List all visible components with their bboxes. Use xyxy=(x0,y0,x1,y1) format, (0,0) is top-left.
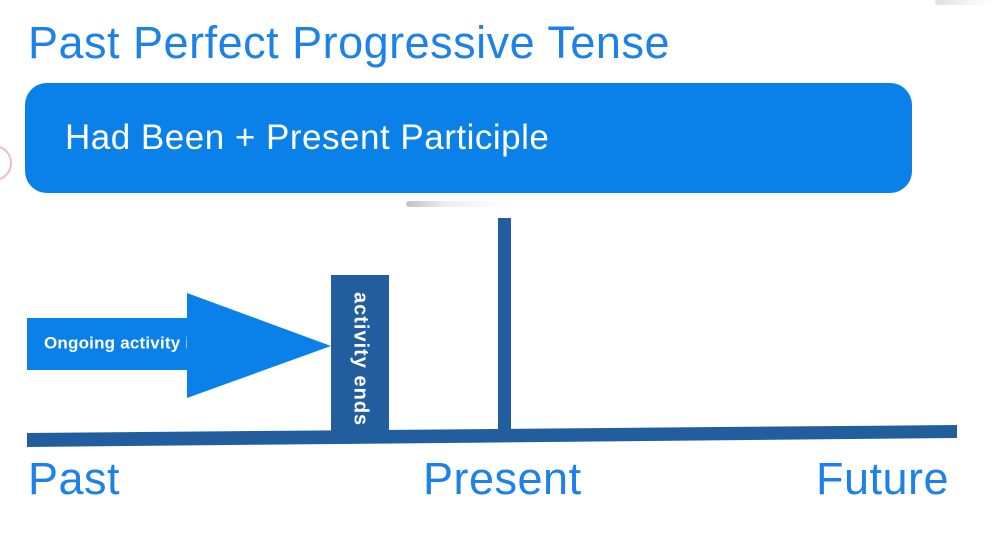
arrow-head-icon xyxy=(187,293,331,398)
stray-pink-mark xyxy=(0,145,12,181)
timeline-label-past: Past xyxy=(28,453,121,504)
timeline-bar xyxy=(27,425,957,447)
present-marker-line xyxy=(498,218,511,440)
ongoing-activity-arrow: Ongoing activity in the past. xyxy=(27,318,277,370)
formula-box: Had Been + Present Participle xyxy=(25,83,912,193)
timeline-label-future: Future xyxy=(816,453,950,504)
page-title: Past Perfect Progressive Tense xyxy=(28,17,670,68)
timeline-label-present: Present xyxy=(423,453,582,504)
smudge-artifact-left xyxy=(406,201,516,207)
formula-text: Had Been + Present Participle xyxy=(65,118,550,157)
activity-ends-bar: activity ends xyxy=(331,275,389,443)
smudge-artifact-top-right xyxy=(935,0,995,5)
activity-ends-label: activity ends xyxy=(349,291,372,427)
